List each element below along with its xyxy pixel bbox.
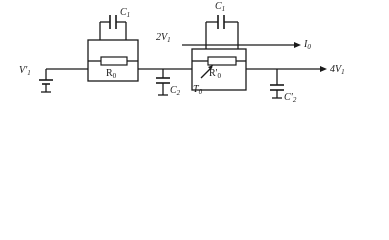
i0-arrow-head [294, 42, 301, 48]
r0-prime-resistor [207, 56, 237, 66]
label-r0: R0 [106, 68, 117, 80]
label-c2-prime: C'2 [284, 92, 297, 104]
label-c1-right: C1 [215, 1, 225, 13]
label-r0-prime: R'0 [209, 68, 221, 80]
label-c1-left: C1 [120, 7, 130, 19]
r0-prime-chamber-box [191, 48, 247, 91]
output-arrow-head [320, 66, 327, 72]
t0-arrow-head [208, 65, 213, 70]
label-2v1: 2V1 [156, 32, 171, 44]
label-c2: C2 [170, 85, 181, 97]
label-i0: I0 [303, 39, 311, 51]
label-4v1: 4V1 [330, 64, 345, 76]
oscillator-circuit-diagram: C1 C1 R0 R'0 V'1 2V1 I0 4V1 C2 C'2 T0 [19, 1, 345, 104]
label-v1-prime: V'1 [19, 65, 31, 77]
r0-resistor [100, 56, 128, 66]
label-t0: T0 [193, 84, 203, 96]
